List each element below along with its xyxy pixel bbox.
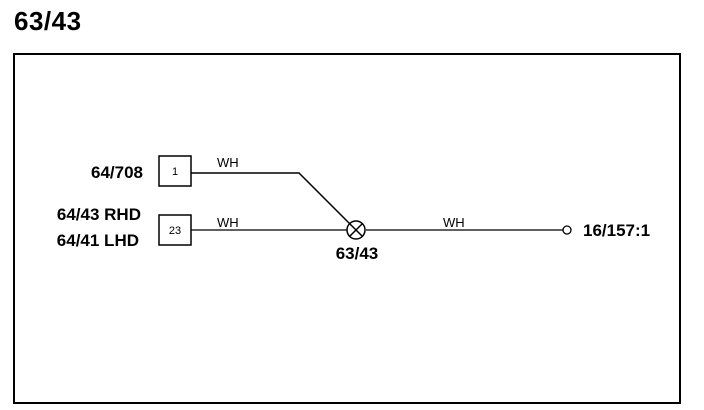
pin-number-1: 1 xyxy=(172,166,178,178)
connector-pin-1: 1 xyxy=(158,155,192,187)
source-label-64-708: 64/708 xyxy=(91,163,143,182)
source-label-64-43-rhd: 64/43 RHD xyxy=(57,205,141,224)
wire-color-label: WH xyxy=(443,215,465,230)
wire-color-label: WH xyxy=(217,155,239,170)
page-title: 63/43 xyxy=(14,6,82,36)
pin-number-23: 23 xyxy=(169,225,181,237)
wire-color-label: WH xyxy=(217,215,239,230)
splice-icon xyxy=(346,220,366,240)
splice-label: 63/43 xyxy=(336,244,379,263)
wire-pin1-to-splice xyxy=(191,172,351,225)
terminal-circle-icon xyxy=(562,225,572,235)
diagram-frame xyxy=(13,53,681,404)
connector-pin-23: 23 xyxy=(158,214,192,246)
source-label-64-41-lhd: 64/41 LHD xyxy=(57,231,139,250)
terminal-label: 16/157:1 xyxy=(583,221,650,240)
